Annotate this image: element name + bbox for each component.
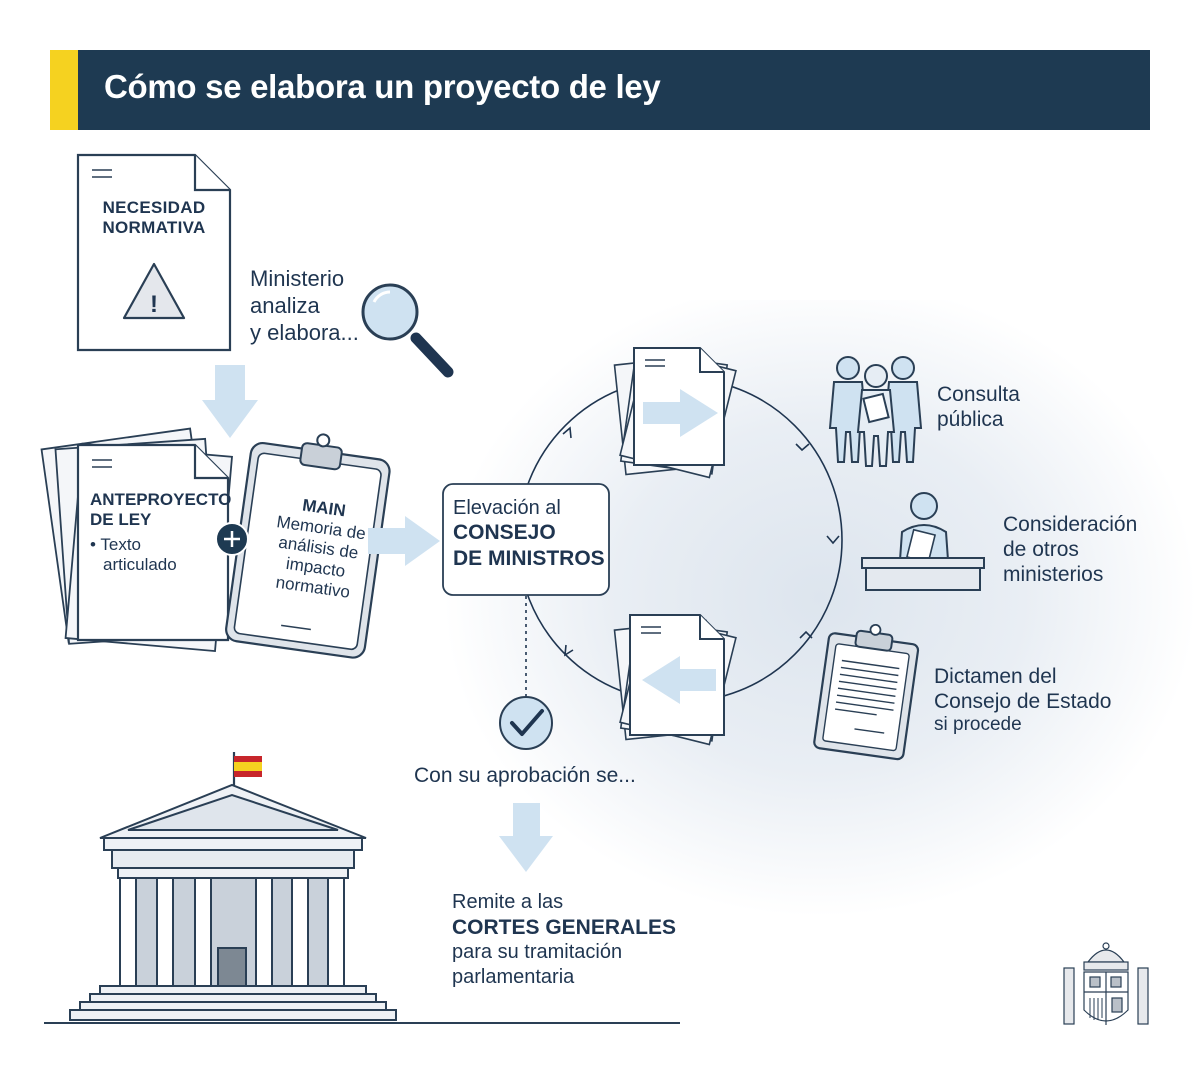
consulta-line2: pública xyxy=(937,408,1004,432)
anteproyecto-label: ANTEPROYECTO DE LEY • Texto articulado xyxy=(90,490,231,576)
arrow-down-1 xyxy=(202,365,258,438)
consideracion-line1: Consideración xyxy=(1003,513,1138,536)
consulta-label: Consulta pública xyxy=(937,382,1020,432)
remite-line2: CORTES GENERALES xyxy=(452,915,677,939)
consulta-line1: Consulta xyxy=(937,383,1020,406)
forward-document-stack xyxy=(613,347,737,479)
official-at-desk-icon xyxy=(861,492,985,591)
anteproyecto-bullet1: • Texto xyxy=(90,534,141,554)
clipboard-icon xyxy=(813,623,920,761)
consideracion-line3: ministerios xyxy=(1003,563,1104,587)
plus-icon xyxy=(215,522,249,556)
title-accent xyxy=(50,50,78,130)
magnifier-icon xyxy=(361,283,454,378)
arrow-down-2 xyxy=(499,803,553,872)
page-title: Cómo se elabora un proyecto de ley xyxy=(104,68,661,105)
warning-icon: ! xyxy=(122,262,186,320)
anteproyecto-bullet2: articulado xyxy=(103,555,177,575)
consejo-box xyxy=(442,483,610,596)
ministerio-line1: Ministerio xyxy=(250,266,345,291)
anteproyecto-line1: ANTEPROYECTO xyxy=(90,490,232,509)
arrow-right-1 xyxy=(368,516,440,566)
dictamen-line3: si procede xyxy=(934,714,1022,736)
necesidad-line1: NECESIDAD xyxy=(102,198,206,217)
elevacion-line1: Elevación al xyxy=(453,497,561,519)
dictamen-line1: Dictamen del xyxy=(934,665,1057,688)
ministerio-line3: y elabora... xyxy=(250,319,359,345)
anteproyecto-line2: DE LEY xyxy=(90,510,152,530)
check-icon xyxy=(499,696,553,750)
aprobacion-label: Con su aprobación se... xyxy=(414,764,636,787)
return-document-stack xyxy=(613,614,737,746)
remite-line1: Remite a las xyxy=(452,891,564,913)
svg-text:!: ! xyxy=(150,291,158,318)
remite-label: Remite a las CORTES GENERALES para su tr… xyxy=(452,890,676,990)
remite-line3: para su tramitación xyxy=(452,941,623,964)
parliament-building-icon xyxy=(69,752,397,1021)
necesidad-line2: NORMATIVA xyxy=(102,218,206,238)
coat-of-arms-icon xyxy=(1063,942,1149,1025)
title-bar xyxy=(50,50,1150,130)
main-clipboard xyxy=(225,433,391,659)
necesidad-label: NECESIDAD NORMATIVA xyxy=(78,198,230,239)
ministerio-label: Ministerio analiza y elabora... xyxy=(250,266,359,346)
people-icon xyxy=(828,356,923,467)
background-glow xyxy=(440,300,1200,920)
ministerio-line2: analiza xyxy=(250,292,320,318)
cycle-chevrons xyxy=(562,426,840,657)
elevacion-line2: CONSEJO xyxy=(453,521,556,545)
elevacion-line3: DE MINISTROS xyxy=(453,547,605,570)
dictamen-label: Dictamen del Consejo de Estado si proced… xyxy=(934,664,1111,737)
main-label: MAIN Memoria de análisis de impacto norm… xyxy=(247,490,390,607)
elevacion-label: Elevación al CONSEJO DE MINISTROS xyxy=(453,496,605,572)
necesidad-document xyxy=(76,153,232,352)
anteproyecto-document xyxy=(40,427,233,653)
consideracion-label: Consideración de otros ministerios xyxy=(1003,512,1137,588)
dictamen-line2: Consejo de Estado xyxy=(934,690,1112,714)
consideracion-line2: de otros xyxy=(1003,538,1079,562)
remite-line4: parlamentaria xyxy=(452,966,575,989)
